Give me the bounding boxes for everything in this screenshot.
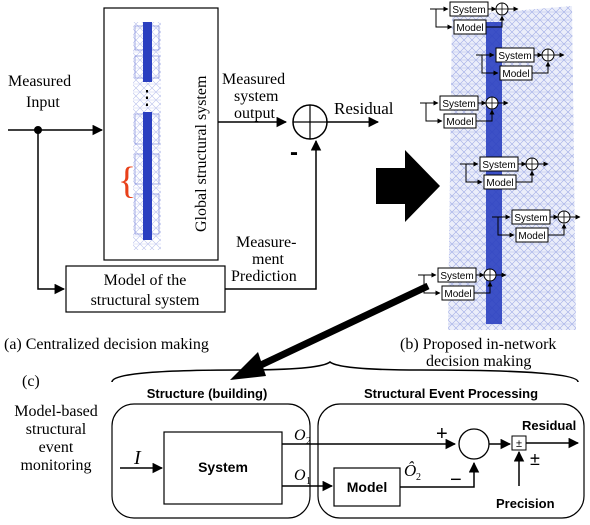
panel-c-event-monitoring: (c) Model-based structural event monitor… xyxy=(14,360,585,519)
o1-label: O xyxy=(294,467,306,484)
model-structural-box xyxy=(65,265,226,313)
measured-output-label-1: Measured xyxy=(222,71,285,88)
ellipsis: ⋮ xyxy=(137,87,157,109)
global-system-label: Global structural system xyxy=(193,75,210,232)
node-model-label: Model xyxy=(456,23,483,34)
o2-label: O xyxy=(294,427,306,444)
node-branch-arrow xyxy=(481,55,499,76)
node-model-label: Model xyxy=(444,289,471,300)
model-box-label-1: Model of the xyxy=(104,272,187,289)
input-label-i: I xyxy=(133,447,142,469)
estimate-arrow xyxy=(400,461,480,488)
estimate-label: Ô xyxy=(404,461,416,480)
caption-a: (a) Centralized decision making xyxy=(4,336,209,353)
node-model-label: Model xyxy=(486,178,513,189)
sensor-nodes: SystemModelSystemModelSystemModelSystemM… xyxy=(418,1,581,301)
measured-input-label-2: Input xyxy=(26,94,60,111)
prediction-label-2: ment xyxy=(252,251,285,268)
node-feedback-arrow xyxy=(474,281,493,294)
measured-output-label-2: system xyxy=(234,88,279,105)
node-feedback-arrow xyxy=(532,61,551,74)
diagonal-arrow-shaft xyxy=(244,282,430,376)
red-brace: { xyxy=(118,160,136,202)
prediction-arrow xyxy=(225,139,322,290)
node-model-label: Model xyxy=(502,69,529,80)
processing-title: Structural Event Processing xyxy=(364,386,538,401)
node-system-label: System xyxy=(440,271,473,282)
residual-label-c: Residual xyxy=(522,418,576,433)
diagonal-arrow-head xyxy=(230,352,266,380)
measured-output-label-3: output xyxy=(234,105,275,122)
node-feedback-arrow xyxy=(516,170,535,183)
side-label-1: Model-based xyxy=(14,403,98,420)
estimate-subscript: 2 xyxy=(416,472,421,483)
node-system-label: System xyxy=(452,5,485,16)
node-branch-arrow xyxy=(425,103,443,124)
input-to-model-arrow xyxy=(37,130,66,295)
precision-label: Precision xyxy=(496,496,555,511)
node-branch-arrow xyxy=(465,164,483,185)
node-branch-arrow xyxy=(423,275,441,296)
node-system-label: System xyxy=(442,99,475,110)
residual-label-a: Residual xyxy=(334,99,394,118)
minus-sign-c: − xyxy=(450,469,462,491)
panel-a-centralized: Measured Input ⋮ { Global structural sys… xyxy=(4,7,394,353)
node-model-label: Model xyxy=(518,231,545,242)
node-feedback-arrow xyxy=(548,223,567,236)
node-system-label: System xyxy=(514,213,547,224)
caption-b-1: (b) Proposed in-network xyxy=(400,336,556,353)
model-label-c: Model xyxy=(347,479,387,495)
prediction-label-3: Prediction xyxy=(231,268,297,285)
big-right-arrow xyxy=(376,150,440,222)
pm-output-sign: ± xyxy=(530,449,540,469)
plus-sign-c: + xyxy=(436,423,448,445)
model-box-c xyxy=(333,467,401,507)
building-wireframe-image xyxy=(133,22,161,250)
node-branch-arrow xyxy=(435,9,453,30)
measured-input-label-1: Measured xyxy=(8,73,71,90)
node-feedback-arrow xyxy=(486,15,505,28)
node-model-label: Model xyxy=(446,117,473,128)
structure-title: Structure (building) xyxy=(147,386,268,401)
caption-b-2: decision making xyxy=(426,353,531,370)
model-box-label-2: structural system xyxy=(91,292,200,309)
o1-subscript: 1 xyxy=(306,476,311,487)
side-label-3: event xyxy=(39,439,74,456)
side-label-4: monitoring xyxy=(20,457,91,474)
node-system-label: System xyxy=(498,51,531,62)
system-box-c xyxy=(163,431,283,505)
minus-sign-a: - xyxy=(290,139,298,166)
node-branch-arrow xyxy=(497,217,515,238)
top-brace xyxy=(111,360,579,383)
side-label-2: structural xyxy=(26,421,87,438)
node-feedback-arrow xyxy=(476,109,495,122)
summing-junction-c xyxy=(458,428,490,460)
pm-box-symbol: ± xyxy=(516,438,522,450)
panel-c-tag: (c) xyxy=(22,373,40,390)
system-label-c: System xyxy=(198,459,248,475)
prediction-label-1: Measure- xyxy=(236,234,296,251)
node-system-label: System xyxy=(482,160,515,171)
o2-subscript: 2 xyxy=(306,436,311,447)
